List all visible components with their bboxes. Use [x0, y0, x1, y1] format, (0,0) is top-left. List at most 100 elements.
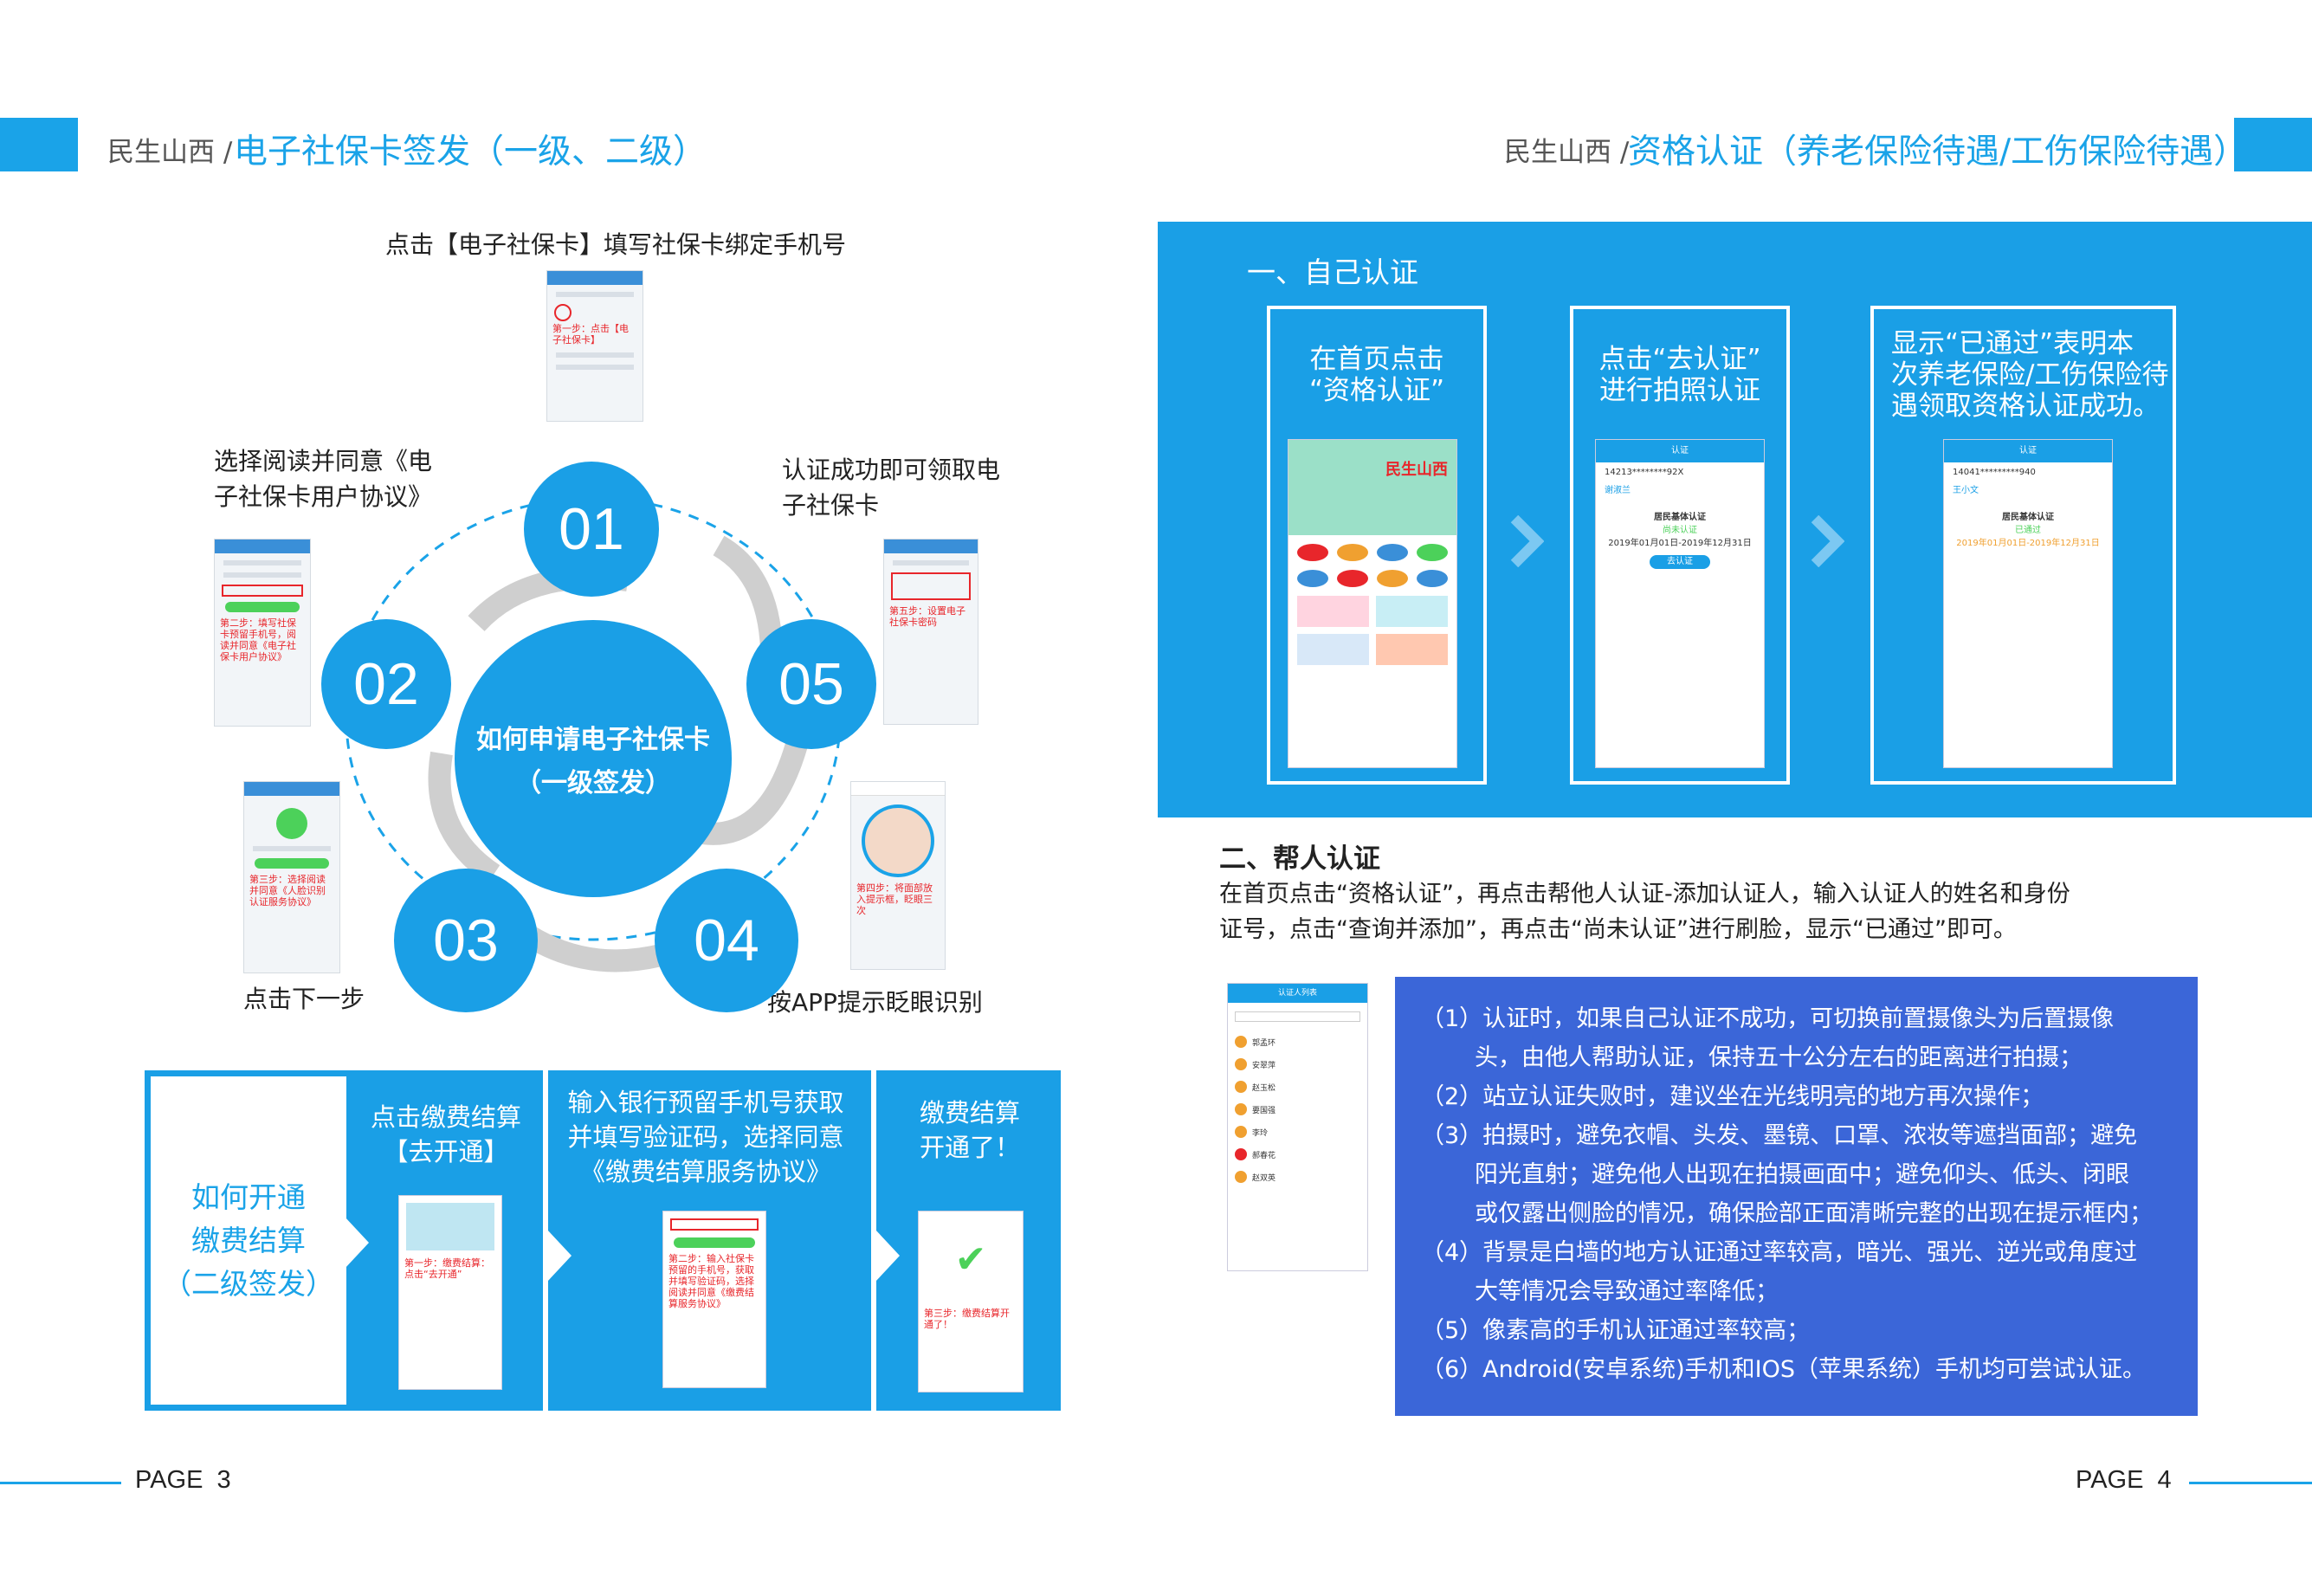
payment-col2-line1: 输入银行预留手机号获取	[567, 1088, 844, 1117]
person-name: 郝春花	[1252, 1151, 1276, 1160]
section1-title: 一、自己认证	[1247, 255, 1418, 289]
phone2-status: 尚未认证	[1663, 526, 1697, 535]
person-row-3[interactable]: 赵玉松	[1228, 1076, 1367, 1098]
step03-label: 点击下一步	[243, 985, 365, 1013]
card1-line2: “资格认证”	[1308, 375, 1445, 406]
left-header-prefix: 民生山西 /	[107, 137, 233, 168]
payment-title-box: 如何开通 缴费结算 （二级签发）	[151, 1076, 346, 1405]
phone-step4: 第四步：将面部放入提示框，眨眼三次	[850, 781, 946, 970]
auth-card-3: 显示“已通过”表明本 次养老保险/工伤保险待 遇领取资格认证成功。 认证 140…	[1870, 306, 2176, 785]
auth-list-phone: 认证人列表 郭孟环 安翠萍 赵玉松 要国强 李玲 郝春花 赵双英	[1227, 983, 1368, 1271]
payment-title-1: 如何开通	[191, 1179, 306, 1214]
step04-label: 按APP提示眨眼识别	[767, 988, 983, 1017]
payment-col3-line2: 开通了！	[919, 1133, 1020, 1162]
person-name: 安翠萍	[1252, 1061, 1276, 1070]
center-title-line2: （一级签发）	[515, 768, 671, 798]
person-row-6[interactable]: 郝春花	[1228, 1143, 1367, 1166]
phone3-name: 王小文	[1953, 486, 1979, 495]
payment-note-1: 第一步：缴费结算：点击“去开通”	[404, 1257, 490, 1280]
payment-phone-3: ✔ 第三步：缴费结算开通了！	[918, 1211, 1024, 1392]
right-footer-line	[2189, 1482, 2312, 1484]
phone2-auth-button[interactable]: 去认证	[1650, 555, 1710, 569]
tip-3-line3: 或仅露出侧脸的情况，确保脸部正面清晰完整的出现在提示框内；	[1475, 1200, 2153, 1227]
card3-line1: 显示“已通过”表明本	[1891, 328, 2134, 359]
arrow-2-3	[428, 751, 501, 884]
payment-phone-2: 第二步：输入社保卡预留的手机号，获取并填写验证码，选择阅读并同意《缴费结算服务协…	[662, 1211, 766, 1388]
phone-step4-note: 第四步：将面部放入提示框，眨眼三次	[856, 882, 933, 916]
phone-step2-note: 第二步：填写社保卡预留手机号，阅读并同意《电子社保卡用户协议》	[220, 617, 296, 662]
tip-1-line2: 头，由他人帮助认证，保持五十公分左右的距离进行拍摄；	[1475, 1044, 2083, 1071]
tip-3-line1: （3）拍摄时，避免衣帽、头发、墨镜、口罩、浓妆等遮挡面部；避免	[1421, 1122, 2138, 1149]
person-row-4[interactable]: 要国强	[1228, 1098, 1367, 1121]
step02-label: 选择阅读并同意《电子社保卡用户协议》	[214, 447, 433, 511]
right-header-prefix: 民生山西 /	[1504, 137, 1630, 168]
person-name: 赵玉松	[1252, 1083, 1276, 1093]
tip-5: （5）像素高的手机认证通过率较高；	[1421, 1317, 1811, 1344]
left-footer-line	[0, 1482, 121, 1484]
right-page-number: PAGE 4	[2076, 1466, 2172, 1494]
auth-pending-phone: 认证 14213********92X 谢淑兰 居民基体认证 尚未认证 2019…	[1595, 439, 1765, 768]
face-preview	[862, 804, 934, 877]
tip-3-line2: 阳光直射；避免他人出现在拍摄画面中；避免仰头、低头、闭眼	[1475, 1161, 2129, 1188]
phone2-title: 认证	[1596, 440, 1764, 462]
section2-desc: 在首页点击“资格认证”，再点击帮他人认证-添加认证人，输入认证人的姓名和身份 证…	[1219, 876, 2070, 947]
phone-step1: 第一步：点击【电子社保卡】	[546, 270, 643, 422]
section2-title: 二、帮人认证	[1219, 843, 1380, 875]
step01-label: 点击【电子社保卡】填写社保卡绑定手机号	[385, 230, 847, 259]
phone2-name: 谢淑兰	[1605, 486, 1631, 495]
phone-step5: 第五步：设置电子社保卡密码	[883, 539, 978, 725]
tip-1-line1: （1）认证时，如果自己认证不成功，可切换前置摄像头为后置摄像	[1421, 1005, 2115, 1032]
phone2-period: 2019年01月01日-2019年12月31日	[1608, 539, 1752, 548]
card3-line2: 次养老保险/工伤保险待	[1891, 359, 2169, 391]
auth-card-2: 点击“去认证” 进行拍照认证 认证 14213********92X 谢淑兰 居…	[1570, 306, 1790, 785]
phone-step2: 第二步：填写社保卡预留手机号，阅读并同意《电子社保卡用户协议》	[214, 539, 311, 727]
person-name: 郭孟环	[1252, 1038, 1276, 1048]
phone2-sub: 居民基体认证	[1654, 513, 1706, 522]
phone-step3-note: 第三步：选择阅读并同意《人脸识别认证服务协议》	[249, 874, 326, 908]
payment-note-2: 第二步：输入社保卡预留的手机号，获取并填写验证码，选择阅读并同意《缴费结算服务协…	[668, 1253, 754, 1309]
phone3-title: 认证	[1944, 440, 2112, 462]
check-icon: ✔	[954, 1237, 987, 1282]
phone3-sub: 居民基体认证	[2002, 513, 2054, 522]
list-title: 认证人列表	[1228, 984, 1367, 1003]
step-number-03: 03	[394, 869, 538, 1012]
payment-note-3: 第三步：缴费结算开通了！	[924, 1308, 1010, 1330]
section2-desc-line2: 证号，点击“查询并添加”，再点击“尚未认证”进行刷脸，显示“已通过”即可。	[1219, 916, 2017, 943]
tip-4-line2: 大等情况会导致通过率降低；	[1475, 1278, 1779, 1305]
phone-step3: 第三步：选择阅读并同意《人脸识别认证服务协议》	[243, 781, 340, 973]
tip-6: （6）Android(安卓系统)手机和IOS（苹果系统）手机均可尝试认证。	[1421, 1356, 2146, 1383]
payment-divider-1	[543, 1070, 548, 1411]
step-number-01: 01	[524, 462, 659, 597]
payment-divider-2	[871, 1070, 876, 1411]
person-name: 李玲	[1252, 1128, 1269, 1138]
person-row-2[interactable]: 安翠萍	[1228, 1053, 1367, 1076]
left-page-number: PAGE 3	[135, 1466, 231, 1494]
auth-passed-phone: 认证 14041*********940 王小文 居民基体认证 已通过 2019…	[1943, 439, 2113, 768]
section2-desc-line1: 在首页点击“资格认证”，再点击帮他人认证-添加认证人，输入认证人的姓名和身份	[1219, 881, 2070, 908]
step-number-04: 04	[655, 869, 798, 1012]
phone3-status: 已通过	[2015, 526, 2041, 535]
flow-chevron-1	[1510, 515, 1544, 567]
person-name: 要国强	[1252, 1106, 1276, 1115]
payment-col3-text: 缴费结算 开通了！	[892, 1095, 1048, 1165]
person-row-5[interactable]: 李玲	[1228, 1121, 1367, 1143]
app-home-phone: 民生山西	[1288, 439, 1457, 768]
payment-col1-line1: 点击缴费结算	[370, 1102, 521, 1132]
left-header-title: 电子社保卡签发（一级、二级）	[234, 132, 707, 171]
phone-step5-note: 第五步：设置电子社保卡密码	[889, 605, 965, 628]
step-number-05: 05	[746, 619, 876, 749]
phone-step1-note: 第一步：点击【电子社保卡】	[552, 323, 629, 346]
card1-line1: 在首页点击	[1309, 344, 1444, 375]
person-row-1[interactable]: 郭孟环	[1228, 1031, 1367, 1053]
auth-card-1: 在首页点击 “资格认证” 民生山西	[1267, 306, 1487, 785]
payment-title-3: （二级签发）	[163, 1266, 334, 1301]
right-header-title: 资格认证（养老保险待遇/工伤保险待遇）	[1628, 132, 2248, 171]
payment-col2-line3: 《缴费结算服务协议》	[579, 1157, 831, 1186]
app-brand: 民生山西	[1385, 461, 1448, 479]
person-row-7[interactable]: 赵双英	[1228, 1166, 1367, 1188]
banner-chevron-3	[875, 1230, 900, 1282]
card2-line1: 点击“去认证”	[1598, 344, 1761, 375]
payment-col1-line2: 【去开通】	[383, 1137, 509, 1166]
person-name: 赵双英	[1252, 1173, 1276, 1183]
tips-panel: （1）认证时，如果自己认证不成功，可切换前置摄像头为后置摄像 头，由他人帮助认证…	[1395, 977, 2198, 1416]
